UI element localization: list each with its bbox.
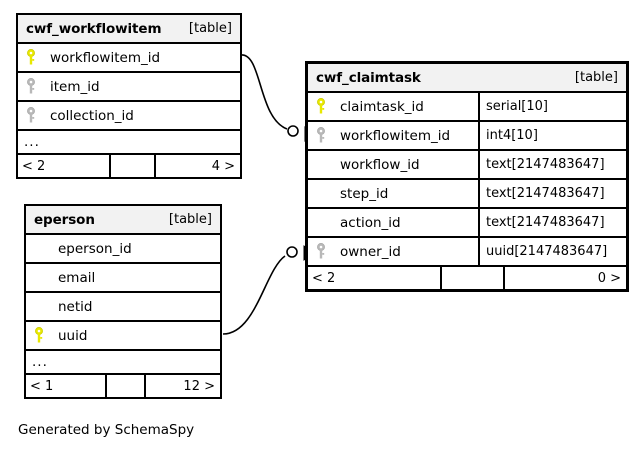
footer-parents-count[interactable]: < 2	[18, 155, 112, 177]
table-row[interactable]: collection_id	[18, 102, 240, 131]
column-label: workflow_id	[340, 156, 420, 173]
key-icon-primary	[26, 49, 50, 66]
key-icon-none	[316, 214, 340, 231]
cardinality-zero-circle	[287, 125, 299, 137]
column-type-cell: serial[10]	[478, 93, 626, 120]
column-name-cell: email	[26, 264, 220, 291]
footer-middle-cell	[107, 375, 147, 397]
column-label: uuid	[58, 327, 88, 344]
key-icon-none	[316, 156, 340, 173]
footer-middle-cell	[442, 267, 506, 289]
column-name-cell: item_id	[18, 73, 240, 100]
table-footer-nav: < 2 4 >	[18, 155, 240, 177]
column-type-cell: text[2147483647]	[478, 151, 626, 178]
column-label: collection_id	[50, 107, 134, 124]
column-name-cell: workflow_id	[308, 151, 478, 178]
footer-parents-count[interactable]: < 1	[26, 375, 108, 397]
column-name-cell: collection_id	[18, 102, 240, 129]
column-name-cell: step_id	[308, 180, 478, 207]
table-title: cwf_claimtask	[316, 69, 421, 86]
column-name-cell: workflowitem_id	[308, 122, 478, 149]
footer-children-count[interactable]: 4 >	[211, 158, 235, 174]
relationship-line	[222, 255, 286, 335]
column-label: netid	[58, 298, 93, 315]
column-label: claimtask_id	[340, 98, 424, 115]
column-name-cell: uuid	[26, 322, 220, 349]
column-name-cell: netid	[26, 293, 220, 320]
cardinality-zero-circle	[286, 246, 298, 258]
column-label: email	[58, 269, 96, 286]
table-cwf-workflowitem[interactable]: cwf_workflowitem [table] workflowitem_id	[16, 13, 242, 179]
key-icon-foreign	[26, 78, 50, 95]
key-icon-none	[316, 185, 340, 202]
key-icon-primary	[316, 98, 340, 115]
column-label: workflowitem_id	[340, 127, 451, 144]
table-row[interactable]: item_id	[18, 73, 240, 102]
table-row[interactable]: action_id text[2147483647]	[308, 209, 626, 238]
relationship-line	[240, 54, 288, 130]
column-name-cell: action_id	[308, 209, 478, 236]
footer-middle-cell	[111, 155, 156, 177]
table-eperson[interactable]: eperson [table] eperson_id email	[24, 204, 222, 399]
column-type-cell: uuid[2147483647]	[478, 238, 626, 265]
key-icon-foreign	[316, 243, 340, 260]
table-row[interactable]: email	[26, 264, 220, 293]
table-header: eperson [table]	[26, 206, 220, 235]
table-row[interactable]: workflowitem_id int4[10]	[308, 122, 626, 151]
table-row[interactable]: owner_id uuid[2147483647]	[308, 238, 626, 267]
diagram-caption: Generated by SchemaSpy	[18, 422, 195, 438]
table-title: cwf_workflowitem	[26, 20, 162, 37]
table-header: cwf_workflowitem [table]	[18, 15, 240, 44]
table-header: cwf_claimtask [table]	[308, 64, 626, 93]
key-icon-none	[34, 240, 58, 257]
key-icon-foreign	[26, 107, 50, 124]
table-row[interactable]: uuid	[26, 322, 220, 351]
column-label: eperson_id	[58, 240, 132, 257]
column-label: step_id	[340, 185, 389, 202]
table-type-tag: [table]	[574, 70, 618, 85]
key-icon-primary	[34, 327, 58, 344]
column-type-cell: text[2147483647]	[478, 180, 626, 207]
table-row[interactable]: eperson_id	[26, 235, 220, 264]
footer-children-count[interactable]: 12 >	[183, 378, 215, 394]
table-type-tag: [table]	[188, 21, 232, 36]
table-cwf-claimtask[interactable]: cwf_claimtask [table] claimtask_id seria…	[305, 61, 629, 292]
column-label: action_id	[340, 214, 401, 231]
column-label: workflowitem_id	[50, 49, 161, 66]
more-columns-indicator: ...	[18, 131, 240, 155]
table-footer-nav: < 2 0 >	[308, 267, 626, 289]
column-name-cell: workflowitem_id	[18, 44, 240, 71]
column-label: item_id	[50, 78, 100, 95]
column-name-cell: claimtask_id	[308, 93, 478, 120]
key-icon-foreign	[316, 127, 340, 144]
column-name-cell: eperson_id	[26, 235, 220, 262]
table-title: eperson	[34, 211, 95, 228]
table-row[interactable]: workflow_id text[2147483647]	[308, 151, 626, 180]
column-type-cell: text[2147483647]	[478, 209, 626, 236]
footer-children-count[interactable]: 0 >	[597, 270, 621, 286]
table-row[interactable]: workflowitem_id	[18, 44, 240, 73]
table-type-tag: [table]	[168, 212, 212, 227]
relationship-eperson-claimtask	[222, 245, 316, 335]
table-footer-nav: < 1 12 >	[26, 375, 220, 397]
key-icon-none	[34, 269, 58, 286]
table-row[interactable]: step_id text[2147483647]	[308, 180, 626, 209]
key-icon-none	[34, 298, 58, 315]
table-row[interactable]: netid	[26, 293, 220, 322]
footer-parents-count[interactable]: < 2	[308, 267, 442, 289]
table-row[interactable]: claimtask_id serial[10]	[308, 93, 626, 122]
more-columns-indicator: ...	[26, 351, 220, 375]
column-label: owner_id	[340, 243, 401, 260]
column-name-cell: owner_id	[308, 238, 478, 265]
column-type-cell: int4[10]	[478, 122, 626, 149]
